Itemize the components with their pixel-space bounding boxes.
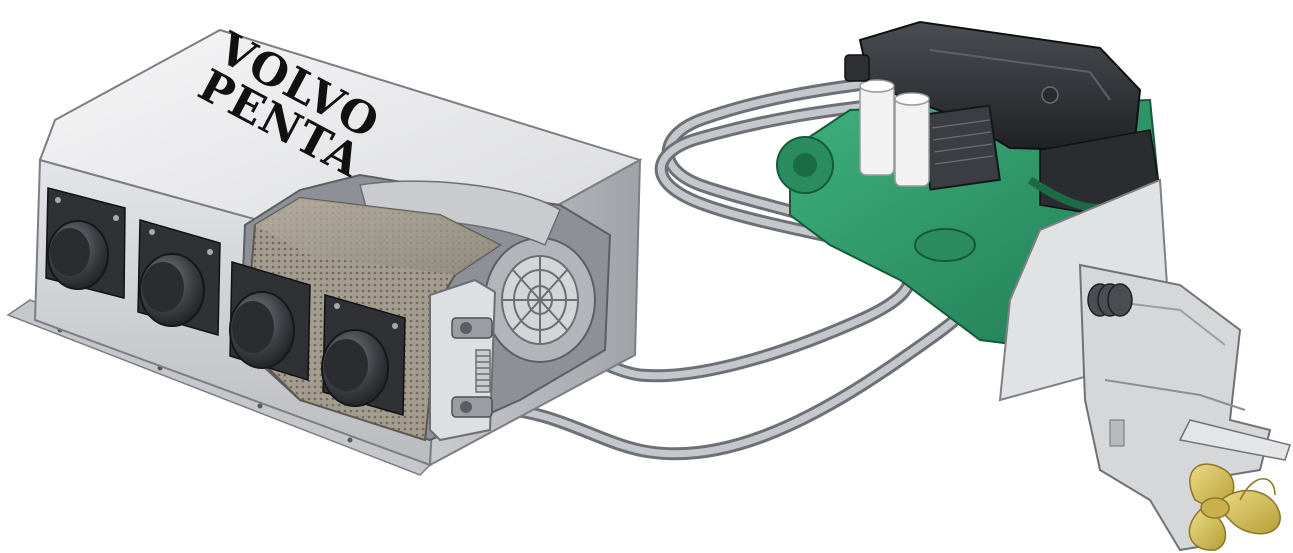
air-outlet-1 <box>45 187 126 299</box>
blower-fan <box>484 237 596 363</box>
engine-filters <box>859 79 930 187</box>
air-outlet-2 <box>137 219 221 336</box>
intake-box <box>918 104 1001 191</box>
starter-motor <box>914 228 976 262</box>
end-plate <box>429 278 497 442</box>
propeller <box>1188 463 1281 551</box>
propeller-hub <box>1200 497 1230 519</box>
fan-grille-icon <box>502 256 578 344</box>
drive-bellows <box>1087 283 1133 317</box>
heating-element-coil <box>475 349 491 393</box>
oil-cap-icon <box>1041 86 1059 104</box>
heater-unit: VOLVO PENTA <box>6 22 643 476</box>
air-outlet-3 <box>229 261 311 382</box>
engine-cap <box>844 54 870 82</box>
air-outlet-4 <box>321 294 406 416</box>
